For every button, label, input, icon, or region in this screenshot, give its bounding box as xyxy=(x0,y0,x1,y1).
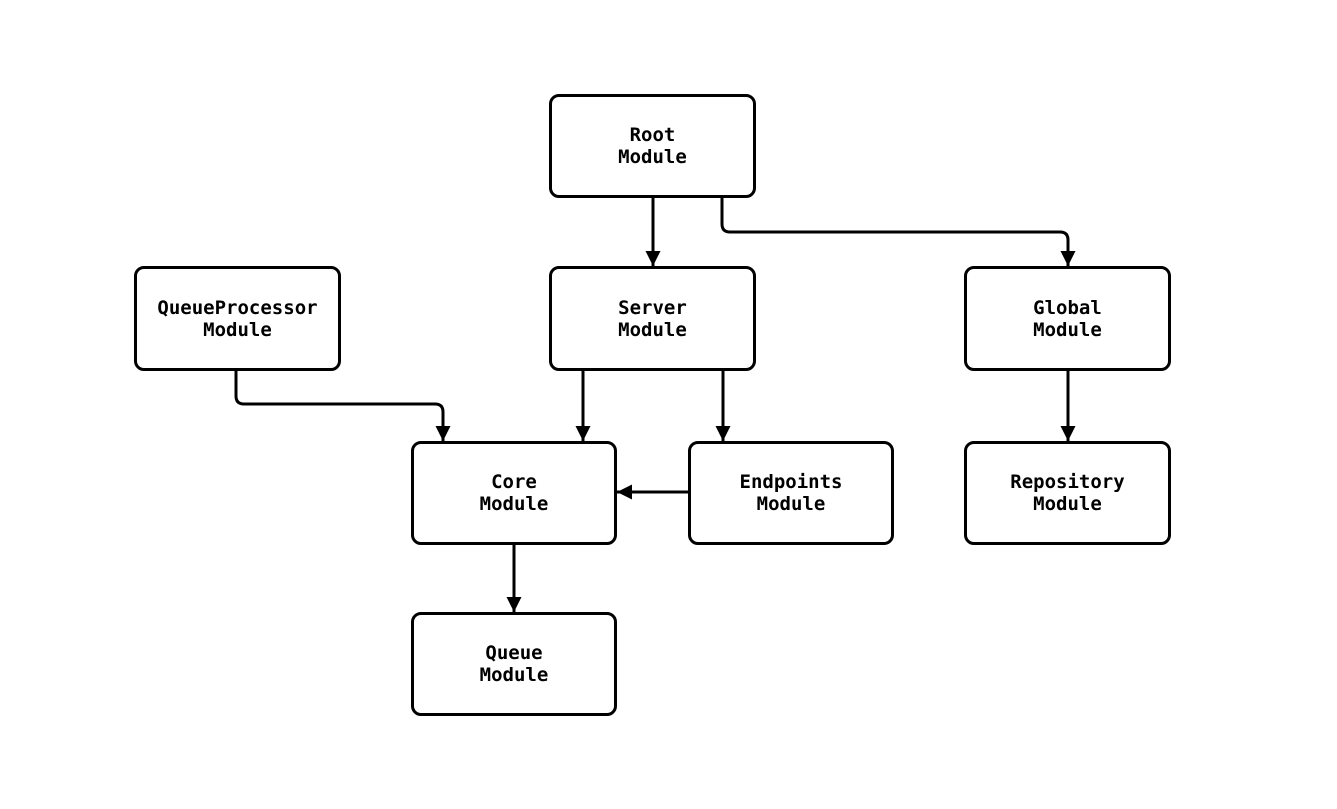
node-repository-label-line: Module xyxy=(1033,493,1102,515)
node-root-label-line: Module xyxy=(618,146,687,168)
edge-queueprocessor-to-core xyxy=(234,371,451,441)
node-endpoints-label-line: Module xyxy=(756,493,826,515)
node-queue-label-line: Queue xyxy=(485,642,543,664)
node-queueprocessor-label-line: Module xyxy=(203,318,272,341)
node-global-label-line: Module xyxy=(1033,318,1102,341)
node-core-label-line: Core xyxy=(491,471,537,493)
node-queueprocessor-label-line: QueueProcessor xyxy=(157,296,318,319)
node-server-label-line: Module xyxy=(618,318,687,341)
node-endpoints-label-line: Endpoints xyxy=(739,471,843,493)
edge-root-to-global xyxy=(720,198,1076,266)
node-server-label-line: Server xyxy=(618,296,687,319)
node-global-label-line: Global xyxy=(1033,296,1102,319)
edge-group xyxy=(234,198,1076,612)
node-root-label-line: Root xyxy=(629,124,676,146)
node-queue-label-line: Module xyxy=(479,664,549,686)
node-core-label-line: Module xyxy=(479,493,549,515)
node-repository-label-line: Repository xyxy=(1010,471,1125,493)
